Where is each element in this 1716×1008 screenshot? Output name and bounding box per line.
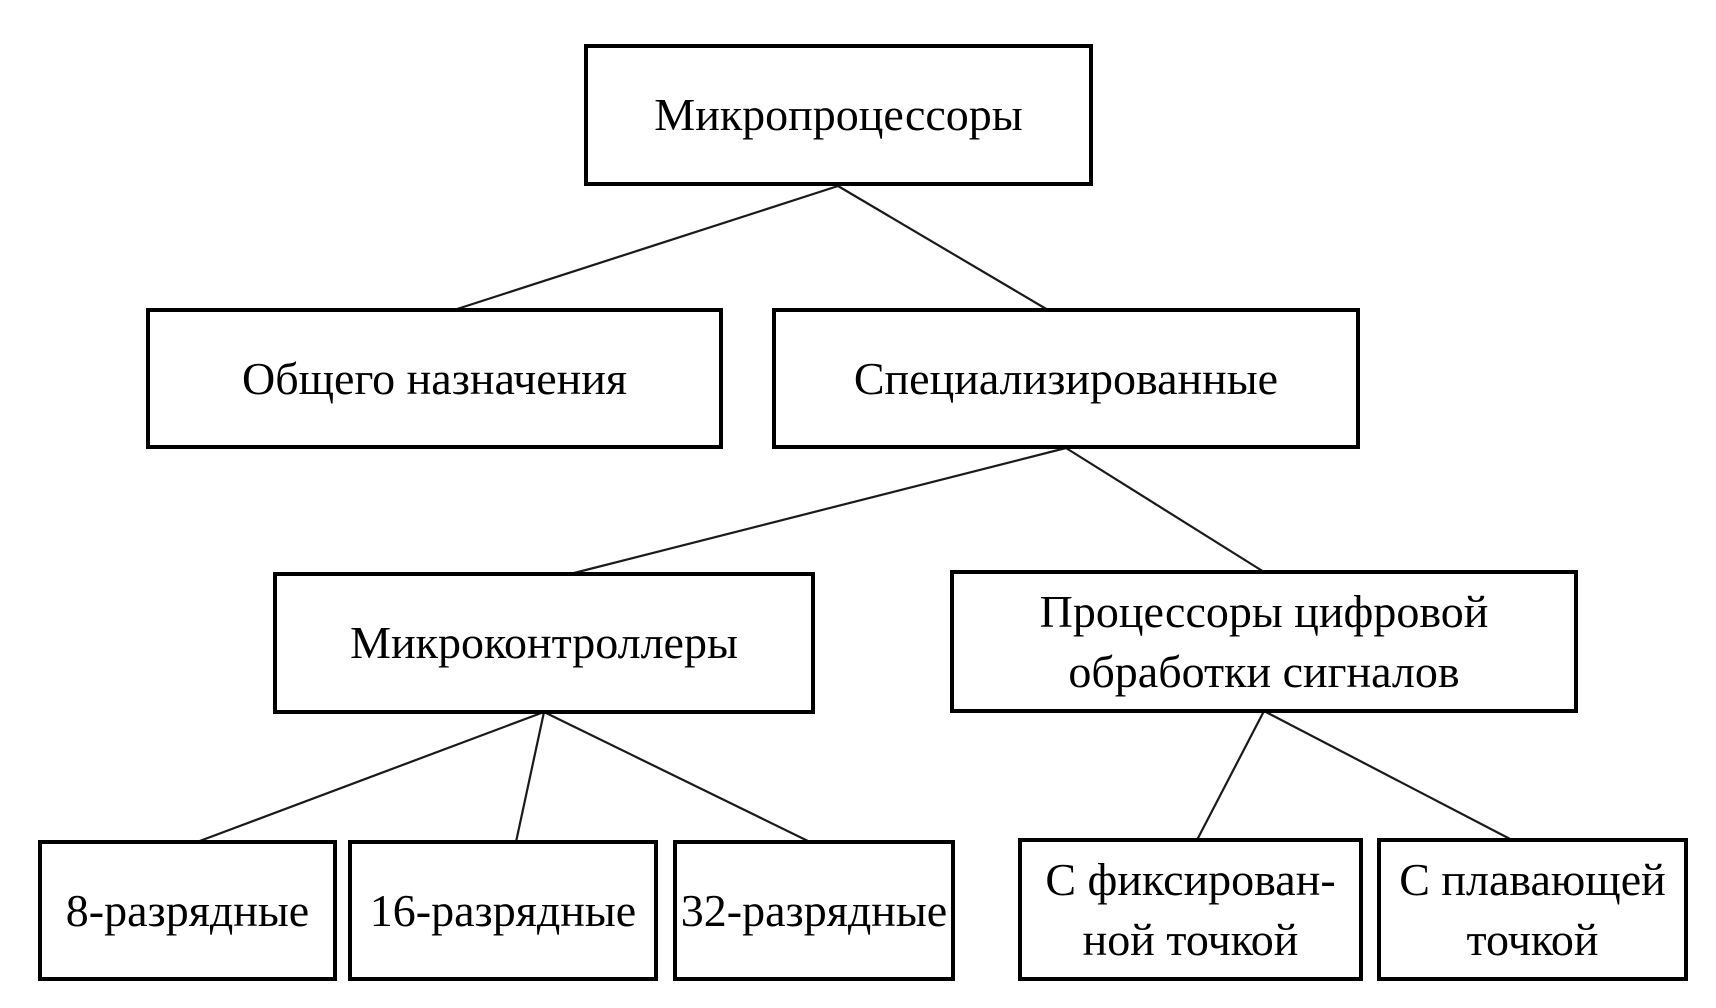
node-8-bit-label: 8-разрядные	[65, 884, 310, 936]
node-specialized: Специализированные	[772, 308, 1360, 449]
node-microprocessors: Микропроцессоры	[584, 44, 1093, 186]
edge-mcu-bit8	[196, 710, 545, 844]
edge-mcu-bit32	[543, 711, 811, 843]
node-16-bit: 16-разрядные	[348, 840, 658, 981]
edge-dsp-floating	[1263, 710, 1513, 841]
node-digital-signal-processors-label: Процессоры цифровой обработки сигналов	[1039, 585, 1489, 697]
node-floating-point: С плавающей точкой	[1377, 838, 1688, 981]
node-general-purpose: Общего назначения	[146, 308, 723, 449]
node-floating-point-label: С плавающей точкой	[1399, 853, 1666, 965]
edge-dsp-fixed	[1196, 710, 1265, 841]
node-32-bit-label: 32-разрядные	[680, 884, 948, 936]
node-specialized-label: Специализированные	[853, 352, 1279, 404]
node-fixed-point: С фиксирован- ной точкой	[1018, 838, 1363, 981]
node-32-bit: 32-разрядные	[673, 840, 955, 981]
node-microprocessors-label: Микропроцессоры	[654, 89, 1023, 141]
edge-mcu-bit16	[514, 711, 546, 843]
node-8-bit: 8-разрядные	[38, 840, 337, 981]
node-general-purpose-label: Общего назначения	[241, 352, 628, 404]
edge-root-general	[453, 184, 839, 312]
node-microcontrollers-label: Микроконтроллеры	[350, 617, 738, 669]
edge-root-specialized	[837, 185, 1049, 311]
node-microcontrollers: Микроконтроллеры	[273, 572, 815, 714]
edge-specialized-dsp	[1065, 447, 1265, 573]
node-fixed-point-label: С фиксирован- ной точкой	[1045, 853, 1336, 965]
node-16-bit-label: 16-разрядные	[369, 884, 637, 936]
edge-specialized-mcu	[569, 446, 1067, 576]
node-digital-signal-processors: Процессоры цифровой обработки сигналов	[950, 570, 1578, 713]
